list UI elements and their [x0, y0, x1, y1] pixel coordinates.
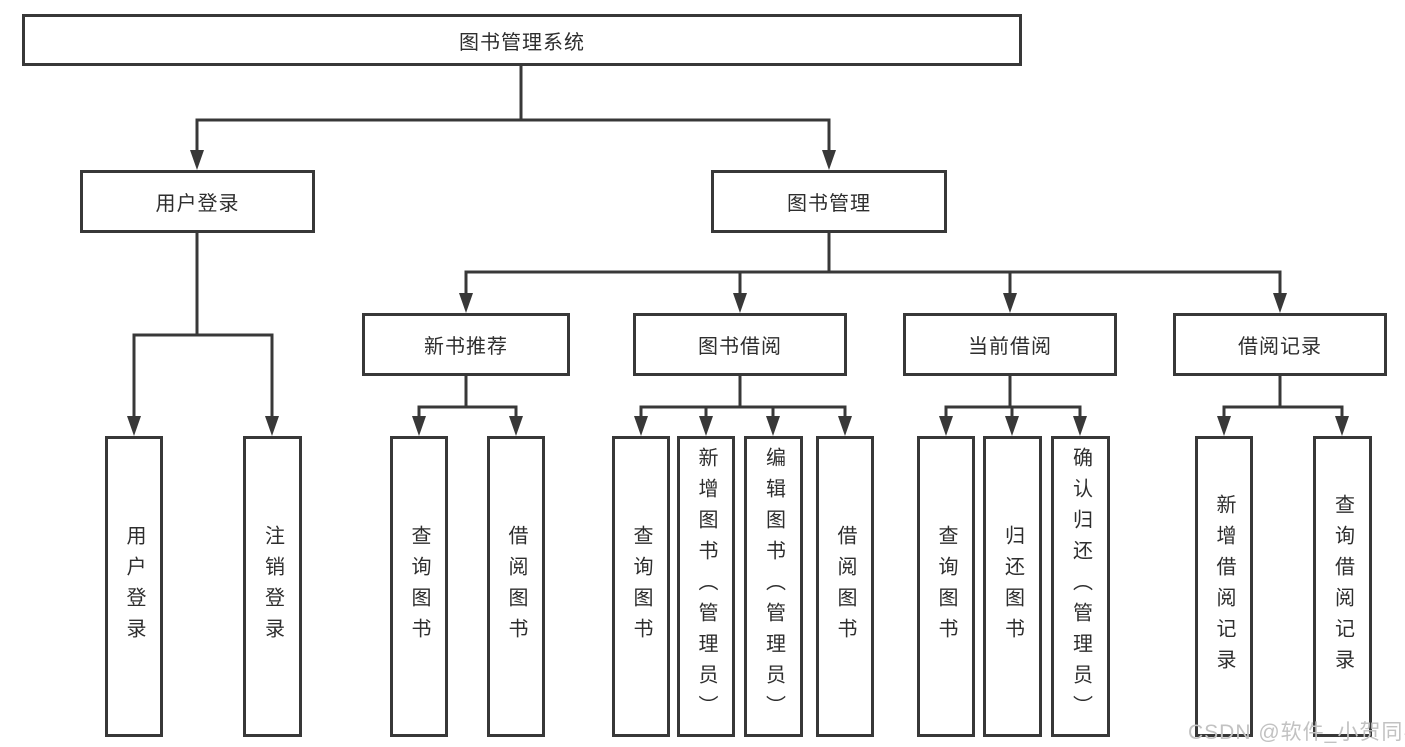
- leaf-newbook-query-books-label: 查询图书: [408, 524, 430, 649]
- leaf-borrow-edit-books-admin-label: 编辑图书（管理员）: [762, 447, 785, 726]
- node-new-book-recommend: 新书推荐: [362, 313, 570, 376]
- watermark: CSDN @软件_小贺同学: [1188, 721, 1405, 744]
- leaf-borrow-borrow-books-label: 借阅图书: [834, 524, 856, 649]
- leaf-user-login-label: 用户登录: [123, 524, 145, 649]
- leaf-current-return-books: 归还图书: [983, 436, 1042, 737]
- node-borrow-records: 借阅记录: [1173, 313, 1387, 376]
- leaf-current-query-books: 查询图书: [917, 436, 975, 737]
- leaf-records-add-record-label: 新增借阅记录: [1213, 493, 1235, 680]
- node-borrow-records-label: 借阅记录: [1238, 336, 1322, 358]
- leaf-logout: 注销登录: [243, 436, 302, 737]
- node-new-book-recommend-label: 新书推荐: [424, 336, 508, 358]
- node-root-label: 图书管理系统: [459, 31, 585, 54]
- leaf-borrow-query-books-label: 查询图书: [630, 524, 652, 649]
- leaf-records-add-record: 新增借阅记录: [1195, 436, 1253, 737]
- leaf-records-query-record: 查询借阅记录: [1313, 436, 1372, 737]
- leaf-current-return-books-label: 归还图书: [1001, 524, 1024, 649]
- leaf-borrow-add-books-admin: 新增图书（管理员）: [677, 436, 735, 737]
- leaf-newbook-query-books: 查询图书: [390, 436, 448, 737]
- leaf-logout-label: 注销登录: [261, 524, 284, 649]
- leaf-user-login: 用户登录: [105, 436, 163, 737]
- node-user-login-label: 用户登录: [155, 193, 240, 215]
- node-book-borrow: 图书借阅: [633, 313, 847, 376]
- node-book-management-label: 图书管理: [787, 193, 871, 215]
- leaf-current-confirm-return-admin-label: 确认归还（管理员）: [1069, 447, 1092, 726]
- leaf-newbook-borrow-books-label: 借阅图书: [505, 524, 527, 649]
- node-current-borrow: 当前借阅: [903, 313, 1117, 376]
- leaf-newbook-borrow-books: 借阅图书: [487, 436, 545, 737]
- node-root: 图书管理系统: [22, 14, 1022, 66]
- node-user-login: 用户登录: [80, 170, 315, 233]
- node-book-management: 图书管理: [711, 170, 947, 233]
- leaf-borrow-borrow-books: 借阅图书: [816, 436, 874, 737]
- leaf-borrow-add-books-admin-label: 新增图书（管理员）: [695, 447, 717, 726]
- leaf-borrow-edit-books-admin: 编辑图书（管理员）: [744, 436, 803, 737]
- leaf-current-confirm-return-admin: 确认归还（管理员）: [1051, 436, 1110, 737]
- node-book-borrow-label: 图书借阅: [698, 336, 782, 358]
- node-current-borrow-label: 当前借阅: [968, 336, 1052, 358]
- leaf-borrow-query-books: 查询图书: [612, 436, 670, 737]
- leaf-current-query-books-label: 查询图书: [935, 524, 957, 649]
- leaf-records-query-record-label: 查询借阅记录: [1331, 493, 1354, 680]
